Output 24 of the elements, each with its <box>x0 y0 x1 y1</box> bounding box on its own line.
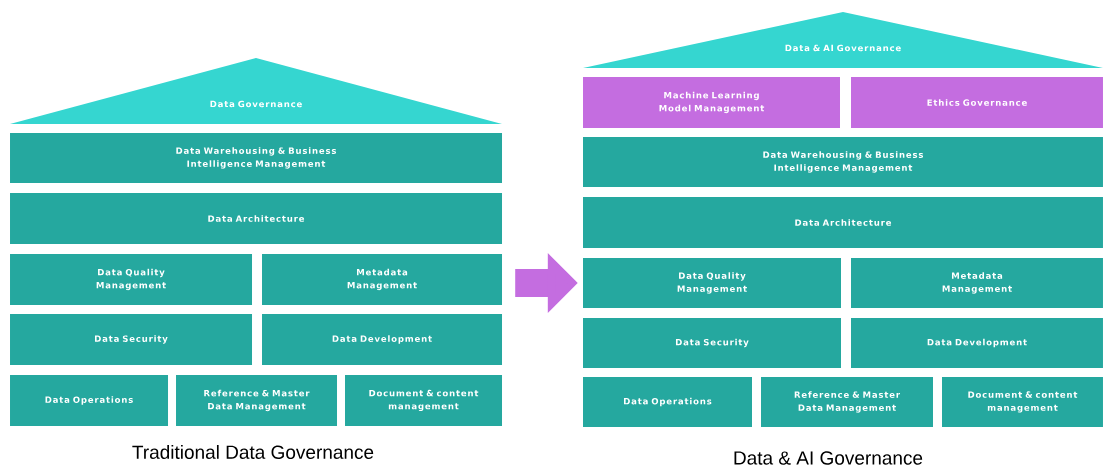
section-box: Metadata Management <box>851 258 1103 308</box>
section-box: Data Quality Management <box>583 258 841 308</box>
section-box: Machine Learning Model Management <box>583 77 840 128</box>
roof-triangle: Data & AI Governance <box>583 12 1103 68</box>
section-box: Ethics Governance <box>851 77 1103 128</box>
section-box: Data Operations <box>583 377 752 427</box>
section-box: Data Security <box>10 314 252 365</box>
section-box: Reference & Master Data Management <box>176 375 337 426</box>
roof-triangle: Data Governance <box>10 58 502 124</box>
section-box: Data Development <box>851 318 1103 368</box>
section-box: Data Security <box>583 318 841 368</box>
caption: Data & AI Governance <box>734 451 923 465</box>
section-box: Data Architecture <box>583 197 1103 248</box>
section-box: Data Warehousing & Business Intelligence Management <box>583 137 1103 187</box>
section-box: Data Architecture <box>10 193 502 244</box>
section-box: Document & content management <box>345 375 502 426</box>
section-box: Data Warehousing & Business Intelligence Management <box>10 133 502 183</box>
section-box: Reference & Master Data Management <box>761 377 933 427</box>
caption: Traditional Data Governance <box>132 445 374 459</box>
section-box: Metadata Management <box>262 254 502 305</box>
section-box: Data Development <box>262 314 502 365</box>
section-box: Data Operations <box>10 375 168 426</box>
section-box: Document & content management <box>942 377 1103 427</box>
section-box: Data Quality Management <box>10 254 252 305</box>
